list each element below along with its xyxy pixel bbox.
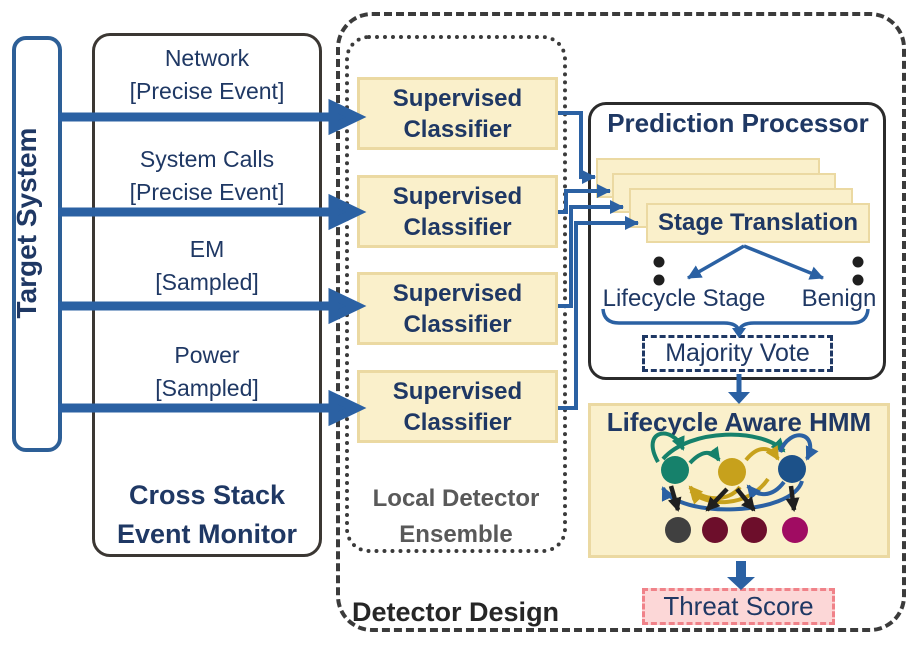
ensemble-label-line2: Ensemble	[399, 521, 513, 548]
ensemble-label-line1: Local Detector	[372, 485, 540, 512]
input-name: System Calls	[139, 146, 275, 172]
prediction-processor-title: Prediction Processor	[607, 108, 869, 138]
event-monitor-title-line1: Cross Stack	[128, 480, 286, 510]
input-mode: [Precise Event]	[129, 179, 285, 205]
supervised-classifier-3: Supervised Classifier	[357, 272, 558, 345]
input-label-network: Network [Precise Event]	[92, 42, 322, 108]
input-mode: [Sampled]	[155, 375, 259, 401]
classifier-label-line1: Supervised	[392, 84, 523, 112]
target-system-label: Target System	[11, 127, 42, 319]
detector-design-label: Detector Design	[352, 597, 560, 627]
classifier-label-line1: Supervised	[392, 279, 523, 307]
majority-vote-box: Majority Vote	[642, 335, 833, 372]
supervised-classifier-1: Supervised Classifier	[357, 77, 558, 150]
supervised-classifier-2: Supervised Classifier	[357, 175, 558, 248]
classifier-label-line1: Supervised	[392, 377, 523, 405]
input-mode: [Sampled]	[155, 269, 259, 295]
classifier-label-line2: Classifier	[403, 213, 512, 241]
lifecycle-aware-hmm-title: Lifecycle Aware HMM	[606, 407, 872, 437]
input-label-system-calls: System Calls [Precise Event]	[92, 143, 322, 209]
local-detector-ensemble-label: Local Detector Ensemble	[345, 481, 567, 553]
threat-score-box: Threat Score	[642, 588, 835, 625]
classifier-label-line2: Classifier	[403, 115, 512, 143]
target-system-box	[12, 36, 62, 452]
benign-label: Benign	[801, 285, 877, 312]
input-name: Power	[174, 342, 240, 368]
input-label-power: Power [Sampled]	[92, 339, 322, 405]
input-name: EM	[189, 236, 225, 262]
stage-translation-card: Stage Translation	[646, 203, 870, 243]
supervised-classifier-4: Supervised Classifier	[357, 370, 558, 443]
classifier-label-line2: Classifier	[403, 408, 512, 436]
input-name: Network	[164, 45, 250, 71]
classifier-label-line1: Supervised	[392, 182, 523, 210]
input-label-em: EM [Sampled]	[92, 233, 322, 299]
classifier-label-line2: Classifier	[403, 310, 512, 338]
event-monitor-title-line2: Event Monitor	[117, 519, 297, 549]
lifecycle-stage-label: Lifecycle Stage	[602, 285, 766, 312]
input-mode: [Precise Event]	[129, 78, 285, 104]
event-monitor-title: Cross Stack Event Monitor	[92, 476, 322, 554]
